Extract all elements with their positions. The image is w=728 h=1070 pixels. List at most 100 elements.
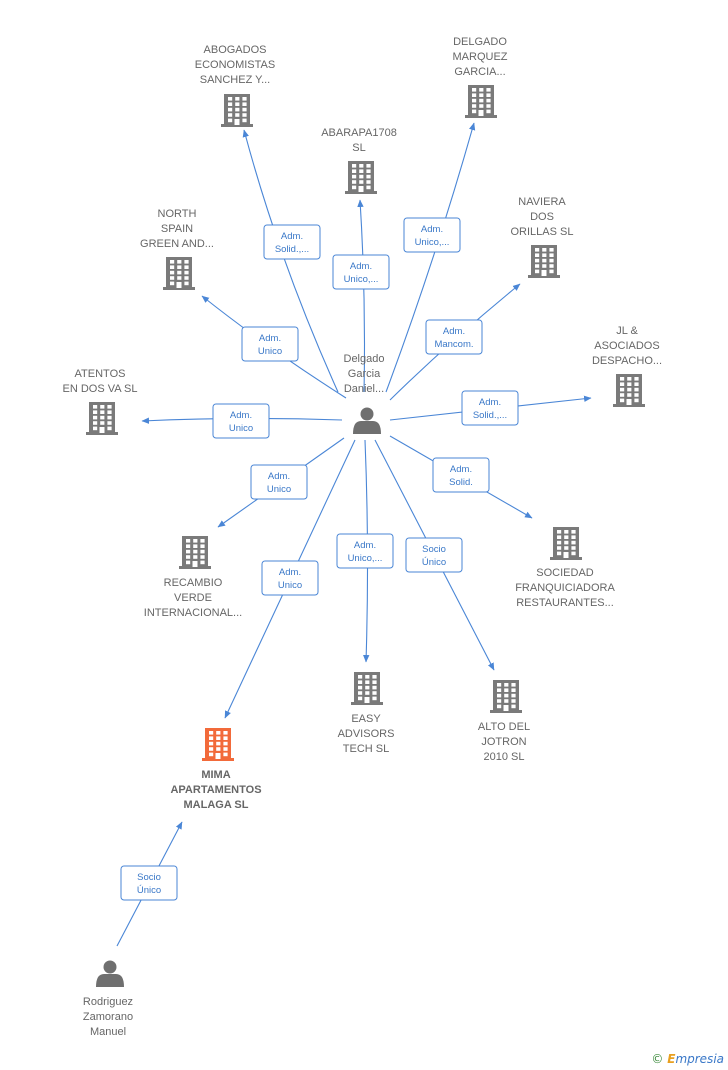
node-label: Rodriguez — [83, 996, 133, 1008]
building-icon — [613, 374, 645, 407]
edge-label-text: Solid. — [449, 477, 473, 488]
edge-label-box[interactable] — [403, 217, 461, 253]
edge-label-box[interactable] — [425, 319, 483, 355]
edge-delgado-abarapa: Adm. Unico,... — [332, 199, 390, 393]
node-label: ABOGADOS — [204, 44, 267, 56]
node-label: Daniel... — [344, 383, 384, 395]
copyright-icon: © — [651, 1052, 664, 1066]
edge-line — [385, 122, 476, 393]
edge-label-text: Único — [422, 557, 446, 568]
node-label: SOCIEDAD — [536, 567, 594, 579]
edge-label-text: Solid.,... — [473, 410, 507, 421]
node-label: FRANQUICIADORA — [515, 582, 615, 594]
building-icon — [528, 245, 560, 278]
building-icon — [550, 527, 582, 560]
edge-label-box[interactable] — [261, 560, 319, 596]
edge-label-box[interactable] — [241, 326, 299, 362]
edge-line — [357, 199, 366, 393]
edge-delgado-delgado_marquez: Adm. Unico,... — [385, 122, 476, 393]
edge-delgado-jl_asociados: Adm. Solid.,... — [389, 390, 592, 426]
node-label: Garcia — [348, 368, 381, 380]
edge-label-text: Adm. — [450, 464, 472, 475]
brand-initial: E — [667, 1052, 676, 1066]
node-recambio[interactable]: RECAMBIO VERDE INTERNACIONAL... — [144, 536, 242, 619]
building-icon — [351, 672, 383, 705]
node-label: RESTAURANTES... — [516, 597, 614, 609]
edge-label-box[interactable] — [250, 464, 308, 500]
node-sociedad[interactable]: SOCIEDAD FRANQUICIADORA RESTAURANTES... — [515, 527, 615, 609]
edge-label-box[interactable] — [120, 865, 178, 901]
edge-delgado-naviera: Adm. Mancom. — [389, 283, 521, 401]
edge-label-text: Unico — [267, 484, 291, 495]
edge-label-box[interactable] — [336, 533, 394, 569]
edge-label-box[interactable] — [263, 224, 321, 260]
node-label: ATENTOS — [75, 368, 126, 380]
edge-label-box[interactable] — [461, 390, 519, 426]
edge-delgado-easy: Adm.Unico,... — [336, 439, 394, 663]
edge-label-text: Unico,... — [415, 237, 450, 248]
person-icon — [353, 407, 381, 434]
building-icon — [179, 536, 211, 569]
building-icon — [490, 680, 522, 713]
node-label: TECH SL — [343, 743, 389, 755]
node-delgado[interactable]: DelgadoGarciaDaniel... — [344, 353, 385, 434]
node-label: NAVIERA — [518, 196, 566, 208]
node-jl_asociados[interactable]: JL &ASOCIADOSDESPACHO... — [592, 325, 662, 407]
edge-label-text: Unico — [278, 580, 302, 591]
building-icon — [163, 257, 195, 290]
node-label: VERDE — [174, 592, 212, 604]
edge-label-text: Adm. — [421, 224, 443, 235]
edge-label-text: Unico — [258, 346, 282, 357]
node-label: ECONOMISTAS — [195, 59, 275, 71]
edge-label-text: Adm. — [354, 540, 376, 551]
node-label: GREEN AND... — [140, 238, 214, 250]
edge-delgado-north_spain: Adm.Unico — [201, 295, 347, 399]
building-icon — [202, 728, 234, 761]
node-label: INTERNACIONAL... — [144, 607, 242, 619]
edge-label-text: Adm. — [268, 471, 290, 482]
edge-label-box[interactable] — [212, 403, 270, 439]
edge-label-text: Adm. — [479, 397, 501, 408]
node-label: RECAMBIO — [164, 577, 223, 589]
building-icon — [221, 94, 253, 127]
edge-label-text: Adm. — [350, 261, 372, 272]
node-label: ALTO DEL — [478, 721, 530, 733]
edge-label-text: Unico,... — [344, 274, 379, 285]
edge-delgado-mima: Adm. Unico — [224, 439, 356, 719]
edge-label-box[interactable] — [432, 457, 490, 493]
node-label: Manuel — [90, 1026, 126, 1038]
edge-label-text: Adm. — [281, 231, 303, 242]
edge-label-text: Mancom. — [434, 339, 473, 350]
node-label: ORILLAS SL — [511, 226, 574, 238]
edge-delgado-recambio: Adm. Unico — [217, 437, 345, 528]
edge-label-text: Socio — [422, 544, 446, 555]
node-label: MIMA — [201, 769, 230, 781]
node-label: JOTRON — [481, 736, 526, 748]
node-delgado_marquez[interactable]: DELGADOMARQUEZGARCIA... — [453, 36, 508, 118]
node-label: GARCIA... — [454, 66, 505, 78]
node-label: APARTAMENTOS — [170, 784, 261, 796]
edge-label-text: Solid.,... — [275, 244, 309, 255]
edge-label-text: Adm. — [230, 410, 252, 421]
edge-label-box[interactable] — [332, 254, 390, 290]
node-label: EASY — [351, 713, 381, 725]
node-atentos[interactable]: ATENTOS EN DOS VA SL — [63, 368, 138, 435]
edge-label-text: Adm. — [279, 567, 301, 578]
node-label: SPAIN — [161, 223, 193, 235]
building-icon — [345, 161, 377, 194]
edge-label-text: Adm. — [443, 326, 465, 337]
node-label: MARQUEZ — [453, 51, 508, 63]
building-icon — [86, 402, 118, 435]
edge-label-box[interactable] — [405, 537, 463, 573]
empresia-logo: © Empresia — [651, 1052, 724, 1066]
node-label: EN DOS VA SL — [63, 383, 138, 395]
